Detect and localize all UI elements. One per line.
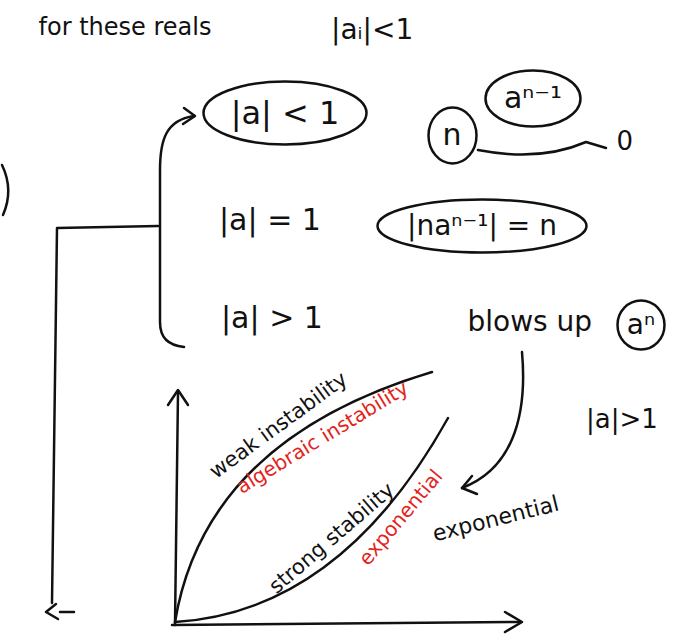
node-text: n bbox=[442, 118, 461, 153]
bracket-arrowhead bbox=[183, 108, 195, 124]
node-text: aⁿ bbox=[627, 309, 655, 341]
note-label: |a| > 1 bbox=[221, 301, 323, 336]
ellipse-outline-shape bbox=[378, 200, 587, 253]
note-label: blows up bbox=[468, 306, 593, 338]
ellipse-outline-shape bbox=[428, 107, 476, 163]
note-label: |aᵢ|<1 bbox=[331, 14, 413, 46]
node-text: |naⁿ⁻¹| = n bbox=[407, 210, 557, 242]
x-axis-arrowhead bbox=[505, 612, 522, 632]
pointer-arrowhead bbox=[462, 476, 477, 494]
ellipse-outline-shape bbox=[618, 301, 665, 350]
return-arrow-line bbox=[52, 226, 158, 603]
node-text: |a| < 1 bbox=[231, 95, 340, 132]
limit-leader bbox=[478, 142, 606, 155]
x-axis bbox=[172, 622, 520, 625]
note-label: |a| = 1 bbox=[219, 203, 321, 238]
edge-bracket-mark bbox=[2, 165, 8, 215]
ellipse-outline-shape bbox=[204, 82, 367, 145]
case-bracket bbox=[160, 116, 194, 347]
y-axis-arrowhead bbox=[168, 390, 188, 405]
note-label: |a|>1 bbox=[586, 405, 658, 435]
note-label: for these reals bbox=[39, 14, 212, 42]
node-text: aⁿ⁻¹ bbox=[504, 81, 562, 116]
note-label: exponential bbox=[429, 490, 561, 546]
ellipse-node: n bbox=[427, 106, 478, 165]
ellipse-node: |a| < 1 bbox=[202, 80, 368, 146]
start-mark bbox=[46, 604, 74, 619]
note-label: 0 bbox=[617, 127, 634, 157]
ellipse-node: aⁿ⁻¹ bbox=[484, 69, 582, 128]
blowup-pointer bbox=[462, 352, 523, 488]
y-axis bbox=[175, 392, 178, 625]
ellipse-node: |naⁿ⁻¹| = n bbox=[376, 198, 588, 254]
ellipse-node: aⁿ bbox=[616, 299, 666, 351]
ellipse-outline-shape bbox=[486, 70, 581, 126]
